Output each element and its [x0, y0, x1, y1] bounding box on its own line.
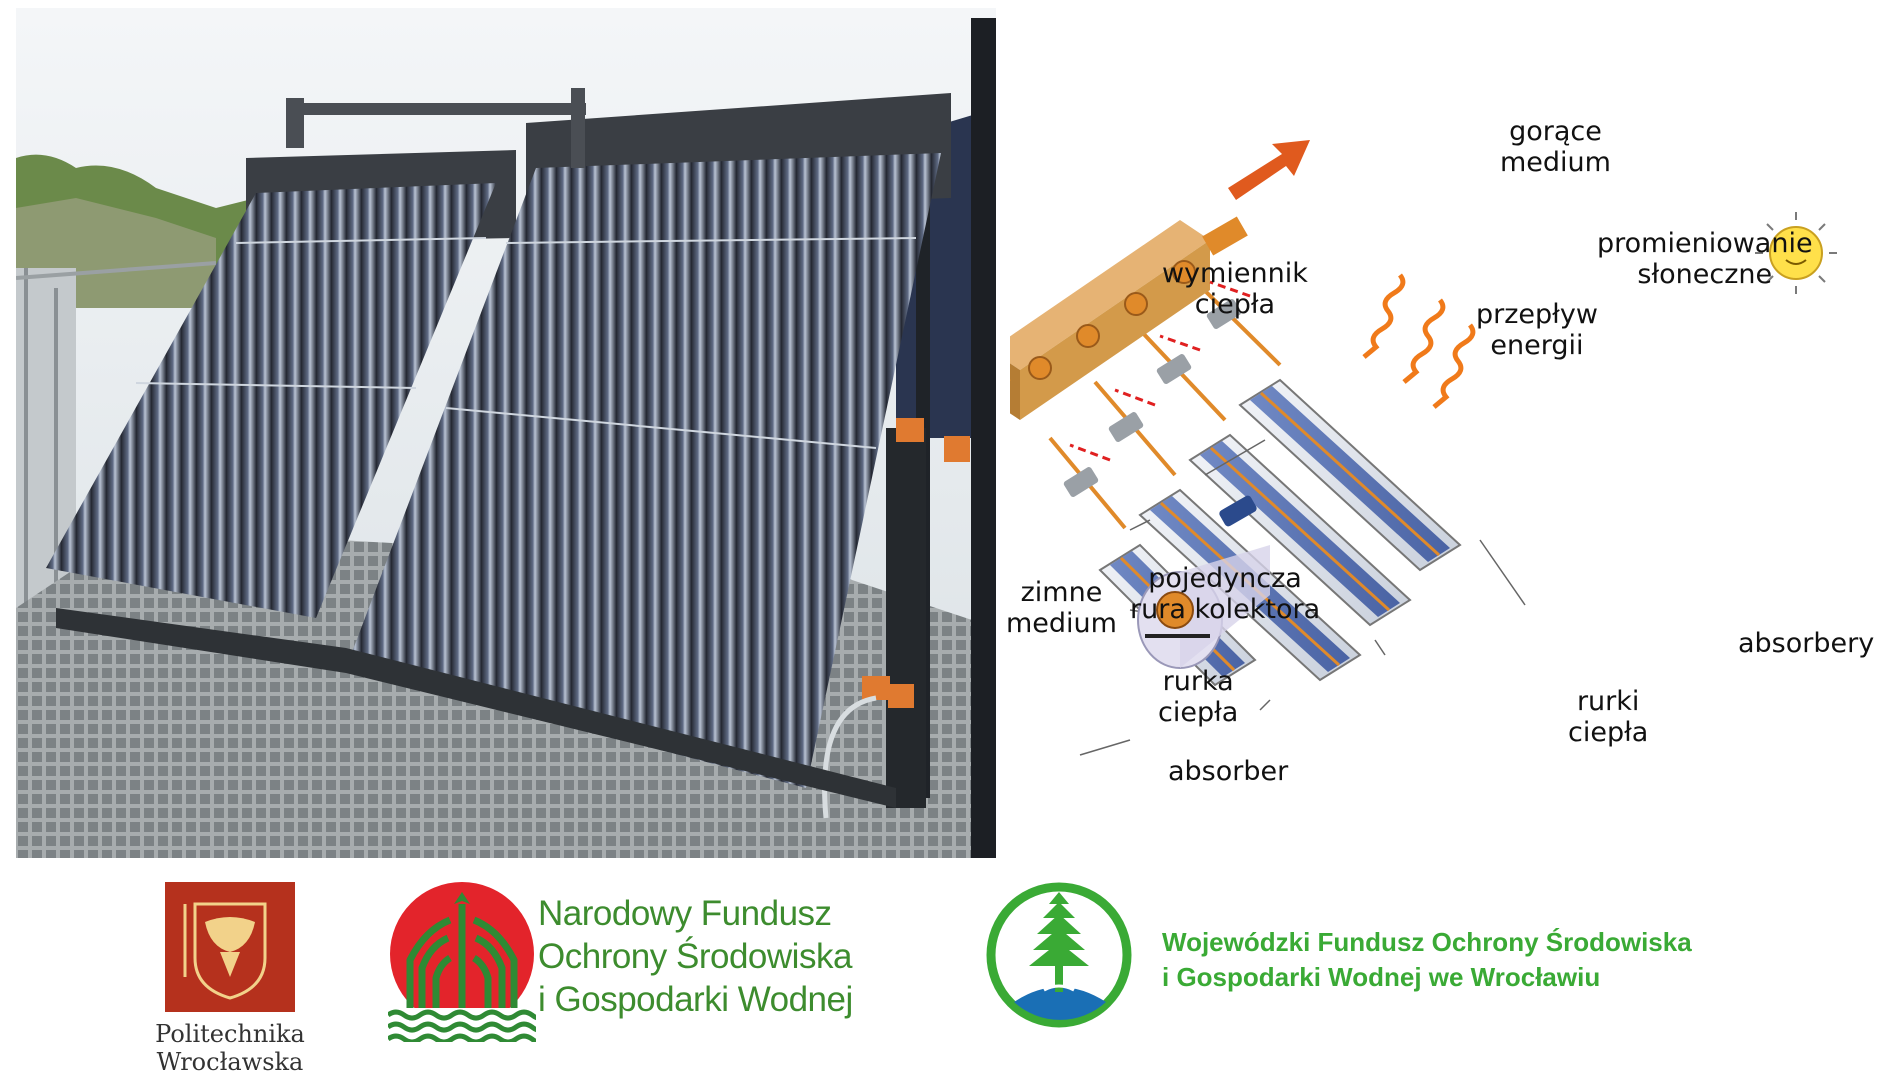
solar-radiation-arrows: [1362, 273, 1476, 409]
collector-tube-4: [1238, 378, 1462, 572]
politechnika-wroclawska-logo: [165, 882, 295, 1012]
solar-collector-photo: [16, 8, 996, 858]
collector-tube-3: [1188, 433, 1412, 627]
heat-exchanger: [1010, 220, 1210, 420]
hot-medium-arrow: [1228, 140, 1310, 200]
absorbers-label: absorbery: [1738, 628, 1875, 659]
nfosigw-logo: [388, 882, 536, 1042]
heat-pipe-collector-diagram: [1010, 140, 1837, 756]
tube-cross-section: [1137, 545, 1270, 669]
wfosigw-logo: [986, 882, 1132, 1028]
sun-icon: [1755, 212, 1837, 294]
absorber-label: absorber: [1168, 756, 1289, 787]
energy-flow-arrows: [1069, 280, 1251, 462]
